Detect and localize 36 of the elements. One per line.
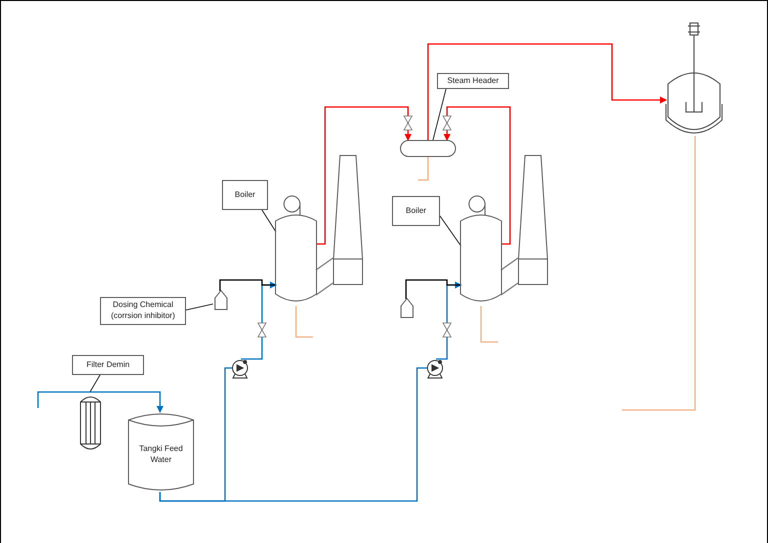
chimney-stack	[333, 155, 363, 285]
pipe-line	[295, 306, 313, 338]
pipe-line	[316, 257, 334, 271]
steam-header-drum	[400, 140, 456, 157]
leader-line	[432, 88, 446, 140]
leader-line	[186, 304, 214, 310]
pipe-line	[500, 257, 518, 271]
pipe-line	[480, 306, 498, 343]
reactor-vessel	[664, 22, 724, 136]
pump-icon	[231, 359, 250, 379]
label-box: Boiler	[222, 180, 268, 210]
pipe-line	[436, 282, 462, 360]
pipe-line	[316, 106, 412, 245]
pump-icon	[426, 359, 445, 379]
leader-line	[90, 374, 100, 392]
leader-line	[440, 216, 462, 246]
pipe-line	[622, 136, 696, 411]
pipe-line	[427, 43, 667, 140]
pipe-line	[37, 391, 90, 408]
pipe-line	[316, 282, 334, 296]
pipe-line	[241, 282, 277, 360]
label-box: Boiler	[392, 196, 440, 226]
label-box: Dosing Chemical (corrsion inhibitor)	[100, 297, 186, 325]
pipe-line	[90, 391, 164, 413]
feed-water-tank	[128, 412, 194, 492]
pipe-line	[219, 279, 276, 291]
pipe-line	[444, 106, 511, 245]
leader-line	[262, 210, 276, 232]
pipe-line	[159, 367, 427, 502]
label-box: Filter Demin	[72, 355, 144, 375]
pipe-line	[405, 279, 461, 299]
tank-label: Tangki Feed Water	[138, 444, 184, 466]
pipe-line	[418, 157, 429, 181]
label-box: Steam Header	[437, 73, 509, 89]
chimney-stack	[518, 155, 548, 285]
pipe-line	[500, 282, 518, 296]
